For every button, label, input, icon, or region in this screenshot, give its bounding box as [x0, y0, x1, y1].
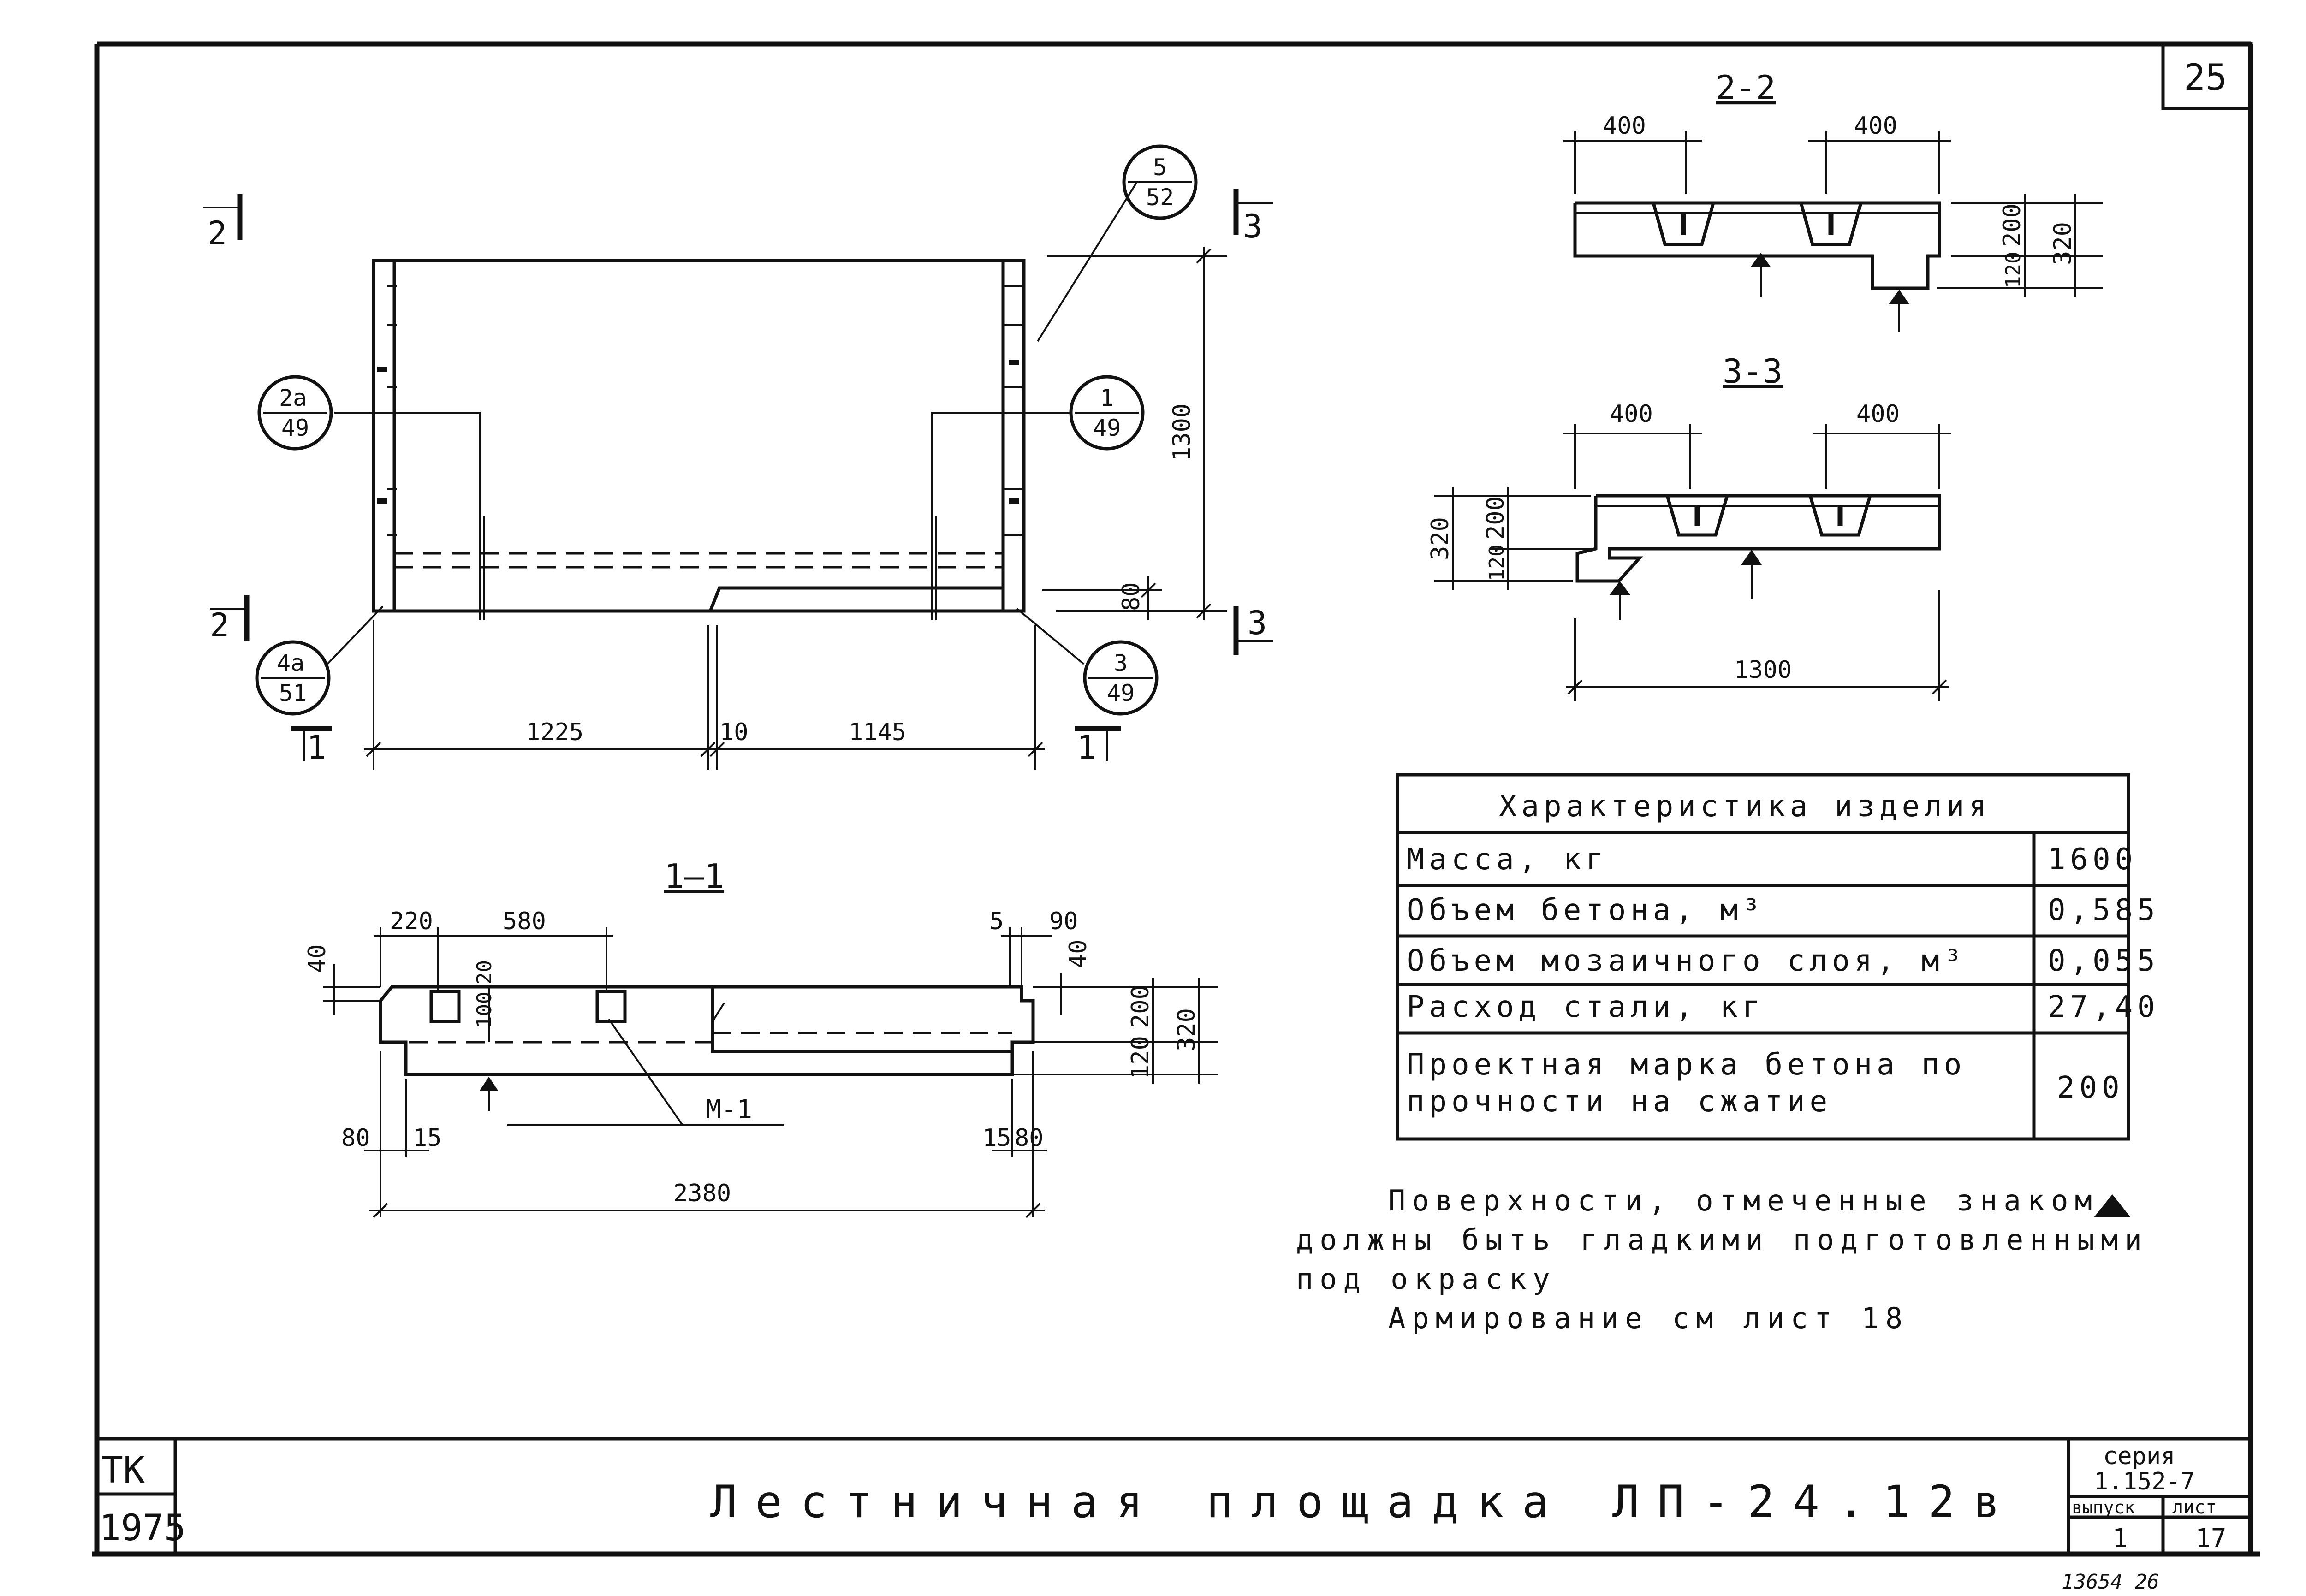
- bottom-note: 13654 26: [2062, 1570, 2159, 1594]
- dim-200-s33: 200: [1482, 496, 1510, 540]
- dim-40-left: 40: [303, 944, 331, 973]
- table-row-concrete-value: 0,585: [2048, 893, 2160, 927]
- dim-1145: 1145: [849, 718, 906, 746]
- section-2-2-drawing: [1563, 131, 2103, 332]
- callout-1-top: 1: [1100, 385, 1114, 411]
- callout-2a-top: 2а: [279, 385, 307, 411]
- dim-400-s33-left: 400: [1610, 400, 1653, 428]
- sheet-label: лист: [2172, 1497, 2217, 1518]
- cut-label-3-top: 3: [1243, 208, 1262, 245]
- dim-320-s33: 320: [1426, 517, 1454, 560]
- table-row-mosaic-name: Объем мозаичного слоя, м³: [1407, 944, 1966, 978]
- issue-label: выпуск: [2072, 1497, 2135, 1518]
- dim-15-left: 15: [413, 1124, 442, 1152]
- dim-80-plan: 80: [1117, 582, 1145, 611]
- dim-200-s22: 200: [1998, 203, 2026, 247]
- callout-4a-bottom: 51: [279, 680, 307, 706]
- issue-value: 1: [2112, 1524, 2128, 1554]
- callout-2a-49: [257, 375, 333, 451]
- dim-400-s33-right: 400: [1856, 400, 1900, 428]
- plan-dimensions: [364, 247, 1227, 770]
- dim-2380: 2380: [673, 1180, 731, 1207]
- dim-90: 90: [1049, 908, 1078, 935]
- sheet-title: Лестничная площадка ЛП-24.12в: [710, 1476, 2018, 1528]
- dim-40-right: 40: [1064, 939, 1092, 968]
- plan-view: [324, 181, 1138, 667]
- dim-400-s22-right: 400: [1854, 112, 1897, 140]
- cut-label-1-right: 1: [1077, 729, 1096, 766]
- note-line-3: под окраску: [1296, 1262, 1557, 1296]
- series-value: 1.152-7: [2094, 1468, 2195, 1495]
- cut-label-2-bottom: 2: [210, 606, 229, 644]
- dim-580: 580: [503, 908, 546, 935]
- callout-4a-top: 4а: [277, 650, 304, 676]
- dim-15-right: 15: [982, 1124, 1011, 1152]
- dim-120-s22: 120: [2002, 252, 2025, 288]
- dim-120-s33: 120: [1485, 545, 1509, 581]
- title-block-grid: [97, 1439, 2251, 1554]
- dim-20: 20: [473, 960, 496, 985]
- table-row-grade-name-2: прочности на сжатие: [1407, 1085, 1832, 1119]
- dim-220: 220: [390, 908, 433, 935]
- callout-5-top: 5: [1153, 154, 1167, 181]
- table-row-concrete-name: Объем бетона, м³: [1407, 893, 1765, 927]
- dim-1300-s33: 1300: [1734, 656, 1792, 684]
- table-row-mass-value: 1600: [2048, 842, 2137, 877]
- dim-200-s11: 200: [1127, 985, 1154, 1028]
- section-1-1-drawing: [323, 927, 1218, 1218]
- table-row-mass-name: Масса, кг: [1407, 842, 1608, 877]
- dim-5: 5: [989, 908, 1004, 935]
- callout-3-top: 3: [1114, 650, 1128, 676]
- stamp-year: 1975: [99, 1507, 186, 1549]
- dim-80-left: 80: [341, 1124, 370, 1152]
- section-2-2-label: 2-2: [1716, 68, 1776, 107]
- callout-4a-51: [255, 640, 331, 716]
- dim-400-s22-left: 400: [1603, 112, 1646, 140]
- dim-80-right: 80: [1015, 1124, 1044, 1152]
- properties-table-grid: [1396, 773, 2130, 1141]
- table-row-grade-value: 200: [2057, 1071, 2124, 1105]
- sheet-value: 17: [2195, 1524, 2226, 1554]
- callout-1-49: [1069, 375, 1145, 451]
- cut-marks: [203, 189, 1273, 761]
- table-row-steel-name: Расход стали, кг: [1407, 990, 1765, 1024]
- surface-mark-icon: [2094, 1194, 2131, 1217]
- callout-3-49: [1083, 640, 1159, 716]
- corner-number: 25: [2184, 57, 2227, 99]
- cut-label-1-left: 1: [307, 729, 326, 766]
- table-row-steel-value: 27,40: [2048, 990, 2160, 1024]
- section-3-3-label: 3-3: [1723, 352, 1783, 391]
- mark-m1: М-1: [706, 1095, 752, 1125]
- callout-5-bottom: 52: [1146, 184, 1174, 211]
- table-row-grade-name: Проектная марка бетона по: [1407, 1048, 1966, 1082]
- note-line-1: Поверхности, отмеченные знаком: [1388, 1184, 2098, 1217]
- dim-120-s11: 120: [1127, 1036, 1154, 1079]
- dim-10: 10: [719, 718, 749, 746]
- cut-label-2-top: 2: [208, 214, 227, 252]
- sheet-frame: [92, 41, 2260, 1557]
- dim-320-s11: 320: [1173, 1008, 1201, 1051]
- callout-5-52: [1122, 144, 1198, 220]
- dim-320-s22: 320: [2049, 222, 2077, 265]
- table-row-mosaic-value: 0,055: [2048, 944, 2160, 978]
- table-header: Характеристика изделия: [1499, 789, 1991, 824]
- note-line-4: Армирование см лист 18: [1388, 1301, 1909, 1335]
- note-line-2: должны быть гладкими подготовленными: [1296, 1223, 2148, 1257]
- callout-3-bottom: 49: [1107, 680, 1135, 706]
- callout-1-bottom: 49: [1093, 415, 1121, 441]
- dim-1300-plan: 1300: [1168, 403, 1196, 461]
- callout-2a-bottom: 49: [281, 415, 309, 441]
- stamp-tk: ТК: [101, 1450, 145, 1491]
- section-3-3-drawing: [1434, 424, 1951, 701]
- dim-100: 100: [473, 992, 496, 1028]
- section-1-1-label: 1—1: [664, 857, 724, 896]
- series-label: серия: [2103, 1442, 2175, 1470]
- cut-label-3-bottom: 3: [1248, 604, 1267, 642]
- dim-1225: 1225: [526, 718, 583, 746]
